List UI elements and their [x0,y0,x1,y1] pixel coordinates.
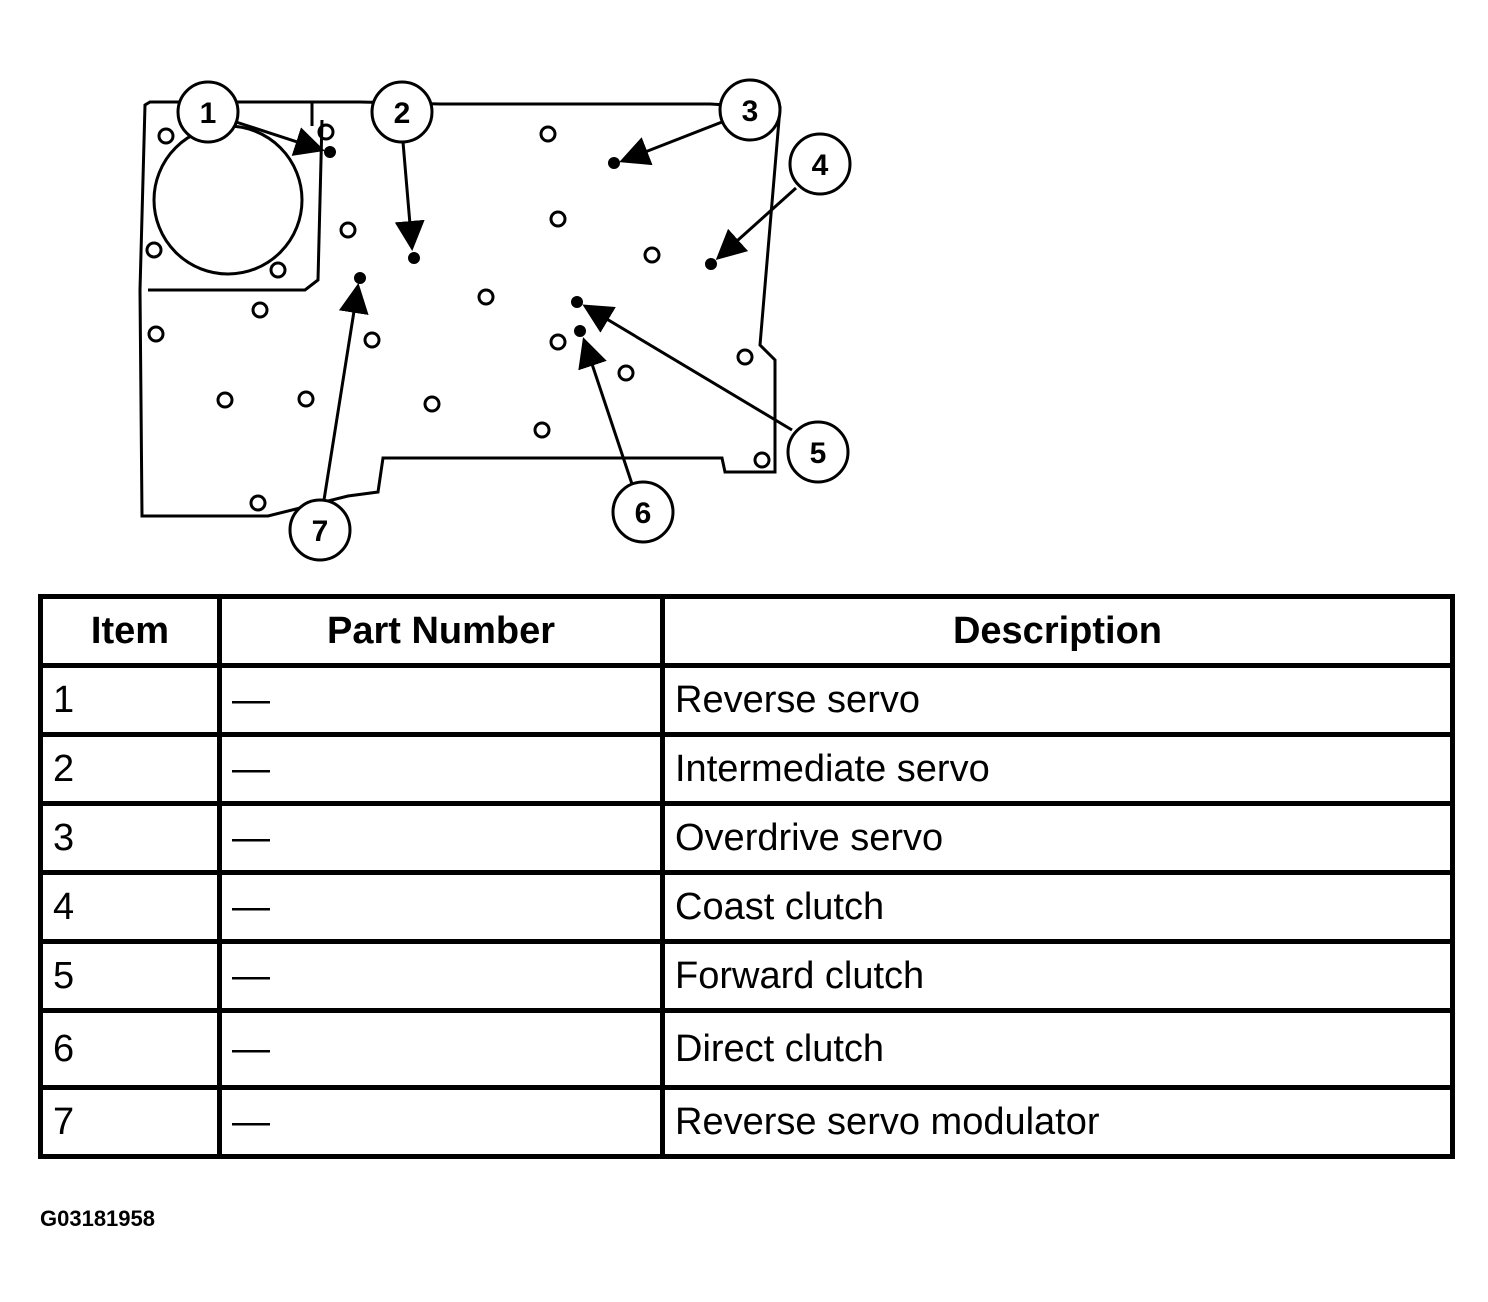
cell-description: Reverse servo modulator [660,1085,1455,1159]
table-row: 3 — Overdrive servo [38,801,1455,875]
leader-arrow-5 [582,304,793,432]
gasket-plate-outline [138,100,782,518]
callout-5: 5 [786,420,850,484]
gasket-hole [363,331,381,349]
target-hole-1 [324,146,336,158]
table-row: 5 — Forward clutch [38,939,1455,1013]
svg-text:5: 5 [810,437,827,470]
table-row: 1 — Reverse servo [38,663,1455,737]
gasket-holes [145,123,771,512]
figure-id: G03181958 [40,1206,155,1231]
table-header-row: Item Part Number Description [38,594,1455,668]
svg-text:7: 7 [312,515,329,548]
cell-item: 6 [38,1008,222,1090]
leader-arrow-2 [394,141,425,251]
cell-item: 2 [38,732,222,806]
cell-item: 1 [38,663,222,737]
cell-description: Coast clutch [660,870,1455,944]
target-hole-6 [574,325,586,337]
cell-item: 4 [38,870,222,944]
target-hole-4 [705,258,717,270]
gasket-hole [736,348,754,366]
target-holes [324,146,717,337]
cell-description: Reverse servo [660,663,1455,737]
leader-arrow-1 [235,120,325,156]
table-row: 7 — Reverse servo modulator [38,1085,1455,1159]
cell-part-number: — [217,1085,665,1159]
cell-part-number: — [217,663,665,737]
target-hole-5 [571,296,583,308]
leader-arrow-4 [715,186,798,261]
gasket-hole [145,241,163,259]
target-hole-2 [408,252,420,264]
leader-arrow-7 [322,283,369,501]
svg-text:6: 6 [635,497,652,530]
leader-arrow-3 [619,120,723,166]
cell-description: Direct clutch [660,1008,1455,1090]
cell-item: 7 [38,1085,222,1159]
cell-part-number: — [217,939,665,1013]
cell-part-number: — [217,1008,665,1090]
gasket-hole [216,391,234,409]
cell-item: 3 [38,801,222,875]
callout-3: 3 [718,78,782,142]
gasket-hole [549,333,567,351]
callout-4: 4 [788,132,852,196]
callout-6: 6 [611,480,675,544]
gasket-hole [249,494,267,512]
gasket-hole [477,288,495,306]
header-description: Description [660,594,1455,668]
gasket-hole [423,395,441,413]
svg-text:3: 3 [742,95,759,128]
table-row: 4 — Coast clutch [38,870,1455,944]
target-hole-3 [608,157,620,169]
table-row: 2 — Intermediate servo [38,732,1455,806]
gasket-hole [753,451,771,469]
callout-7: 7 [288,498,352,562]
gasket-hole [251,301,269,319]
gasket-hole [539,125,557,143]
callout-1: 1 [176,80,240,144]
cell-part-number: — [217,870,665,944]
callout-2: 2 [370,80,434,144]
cell-item: 5 [38,939,222,1013]
cell-part-number: — [217,732,665,806]
target-hole-7 [354,272,366,284]
header-item: Item [38,594,222,668]
cell-description: Intermediate servo [660,732,1455,806]
parts-table: Item Part Number Description 1 — Reverse… [38,594,1455,1159]
gasket-hole [643,246,661,264]
gasket-hole [533,421,551,439]
gasket-hole [157,127,175,145]
gasket-hole [549,210,567,228]
gasket-hole [147,325,165,343]
servo-bore-circle [152,124,304,276]
leader-arrows [235,120,798,501]
valve-body-gasket-diagram: 1 2 3 4 5 6 7 [138,78,852,562]
svg-text:1: 1 [200,97,217,130]
cell-description: Overdrive servo [660,801,1455,875]
gasket-hole [617,364,635,382]
cell-description: Forward clutch [660,939,1455,1013]
gasket-hole [339,221,357,239]
header-part-number: Part Number [217,594,665,668]
table-row: 6 — Direct clutch [38,1008,1455,1090]
gasket-hole [297,390,315,408]
gasket-hole [269,261,287,279]
svg-text:4: 4 [812,149,829,182]
leader-arrow-6 [578,337,634,485]
svg-text:2: 2 [394,97,411,130]
cell-part-number: — [217,801,665,875]
